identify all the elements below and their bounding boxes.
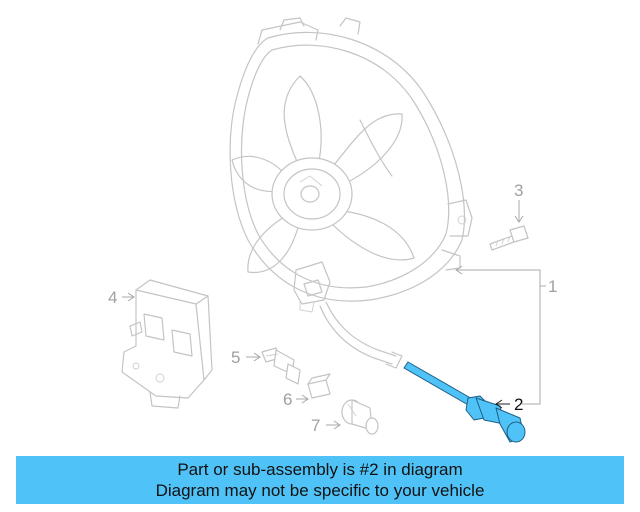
banner-line-1: Part or sub-assembly is #2 in diagram: [177, 460, 463, 479]
fan-assembly: [229, 17, 473, 369]
switch-part-7: [326, 399, 379, 435]
leader-callout-1: [455, 265, 546, 405]
sensor-part-5: [246, 347, 301, 385]
callout-7: 7: [311, 416, 320, 435]
callout-4: 4: [108, 288, 117, 307]
callout-3: 3: [514, 181, 523, 200]
module-part-4: [121, 279, 213, 409]
info-banner: Part or sub-assembly is #2 in diagram Di…: [16, 456, 624, 504]
banner-line-2: Diagram may not be specific to your vehi…: [155, 481, 485, 500]
harness-part-2: [403, 361, 526, 443]
callout-1: 1: [548, 277, 557, 296]
callout-6: 6: [283, 390, 292, 409]
callout-2: 2: [514, 395, 523, 414]
callout-5: 5: [231, 348, 240, 367]
clip-part-6: [296, 373, 331, 404]
bolt-part-3: [489, 200, 529, 251]
parts-diagram: 1 2 3 4 5 6 7: [108, 17, 557, 443]
